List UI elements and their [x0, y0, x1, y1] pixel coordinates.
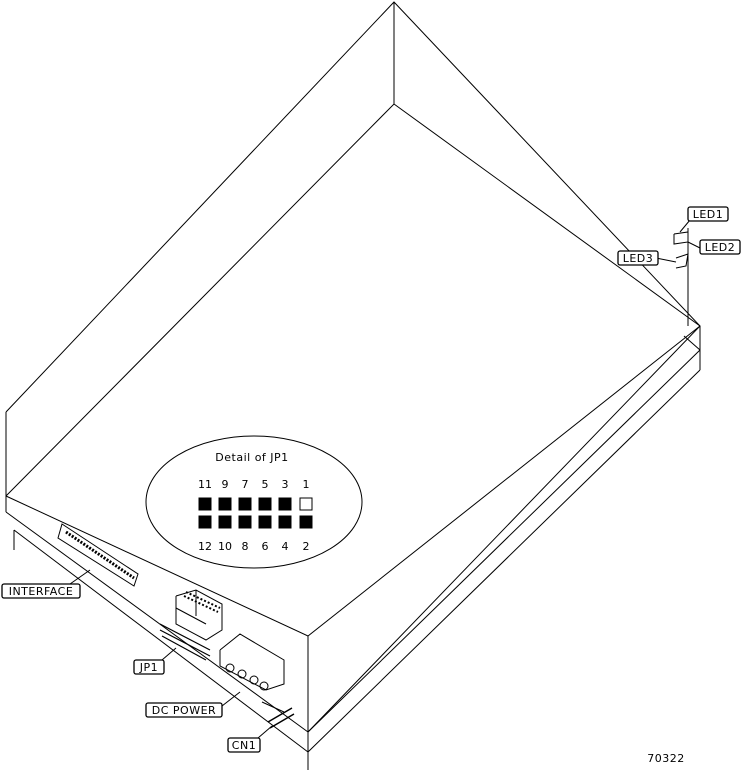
- jp1-pin-open: [299, 497, 313, 511]
- callout-led1: LED1: [687, 206, 729, 222]
- interface-label: INTERFACE: [9, 585, 74, 598]
- callout-cn1: CN1: [227, 737, 261, 753]
- jp1-pin-number-top: 7: [242, 478, 249, 491]
- jp1-pin-number-bottom: 4: [282, 540, 289, 553]
- callout-leaders: [69, 219, 701, 739]
- callout-dc-power: DC POWER: [145, 702, 223, 718]
- jp1-pin-jumpered: [198, 497, 212, 511]
- jp1-pin-jumpered: [278, 497, 292, 511]
- jp1-label: JP1: [139, 661, 158, 674]
- jp1-pin-jumpered: [218, 497, 232, 511]
- jp1-detail-title: Detail of JP1: [215, 451, 288, 464]
- jp1-pin-number-bottom: 2: [303, 540, 310, 553]
- led2-label: LED2: [705, 241, 736, 254]
- drive-front-face: [5, 325, 701, 770]
- interface-connector: [57, 523, 139, 587]
- dc-power-label: DC POWER: [152, 704, 216, 717]
- dc-power-connector: [219, 633, 285, 691]
- jp1-jumper-block: [159, 589, 223, 661]
- jp1-pin-number-top: 11: [198, 478, 212, 491]
- jp1-pin-jumpered: [278, 515, 292, 529]
- cn1-connector: [261, 701, 295, 729]
- led1-label: LED1: [693, 208, 724, 221]
- jp1-pin-jumpered: [299, 515, 313, 529]
- figure-number: 70322: [647, 752, 685, 765]
- callout-interface: INTERFACE: [1, 583, 81, 599]
- jp1-pin-number-bottom: 6: [262, 540, 269, 553]
- cn1-label: CN1: [232, 739, 256, 752]
- jp1-pin-number-top: 5: [262, 478, 269, 491]
- callout-led2: LED2: [699, 239, 741, 255]
- drive-top-cover: [5, 1, 701, 733]
- jp1-pin-number-top: 3: [282, 478, 289, 491]
- callout-led3: LED3: [617, 250, 659, 266]
- jp1-pin-jumpered: [198, 515, 212, 529]
- callout-jp1: JP1: [133, 659, 165, 675]
- led3-label: LED3: [623, 252, 654, 265]
- jp1-pin-jumpered: [258, 515, 272, 529]
- jp1-pin-jumpered: [238, 497, 252, 511]
- jp1-pin-jumpered: [218, 515, 232, 529]
- jp1-pin-number-bottom: 10: [218, 540, 232, 553]
- jp1-pin-jumpered: [258, 497, 272, 511]
- jp1-pin-number-top: 1: [303, 478, 310, 491]
- jp1-pin-number-bottom: 12: [198, 540, 212, 553]
- jp1-pin-number-top: 9: [222, 478, 229, 491]
- jp1-pin-jumpered: [238, 515, 252, 529]
- jp1-pin-number-bottom: 8: [242, 540, 249, 553]
